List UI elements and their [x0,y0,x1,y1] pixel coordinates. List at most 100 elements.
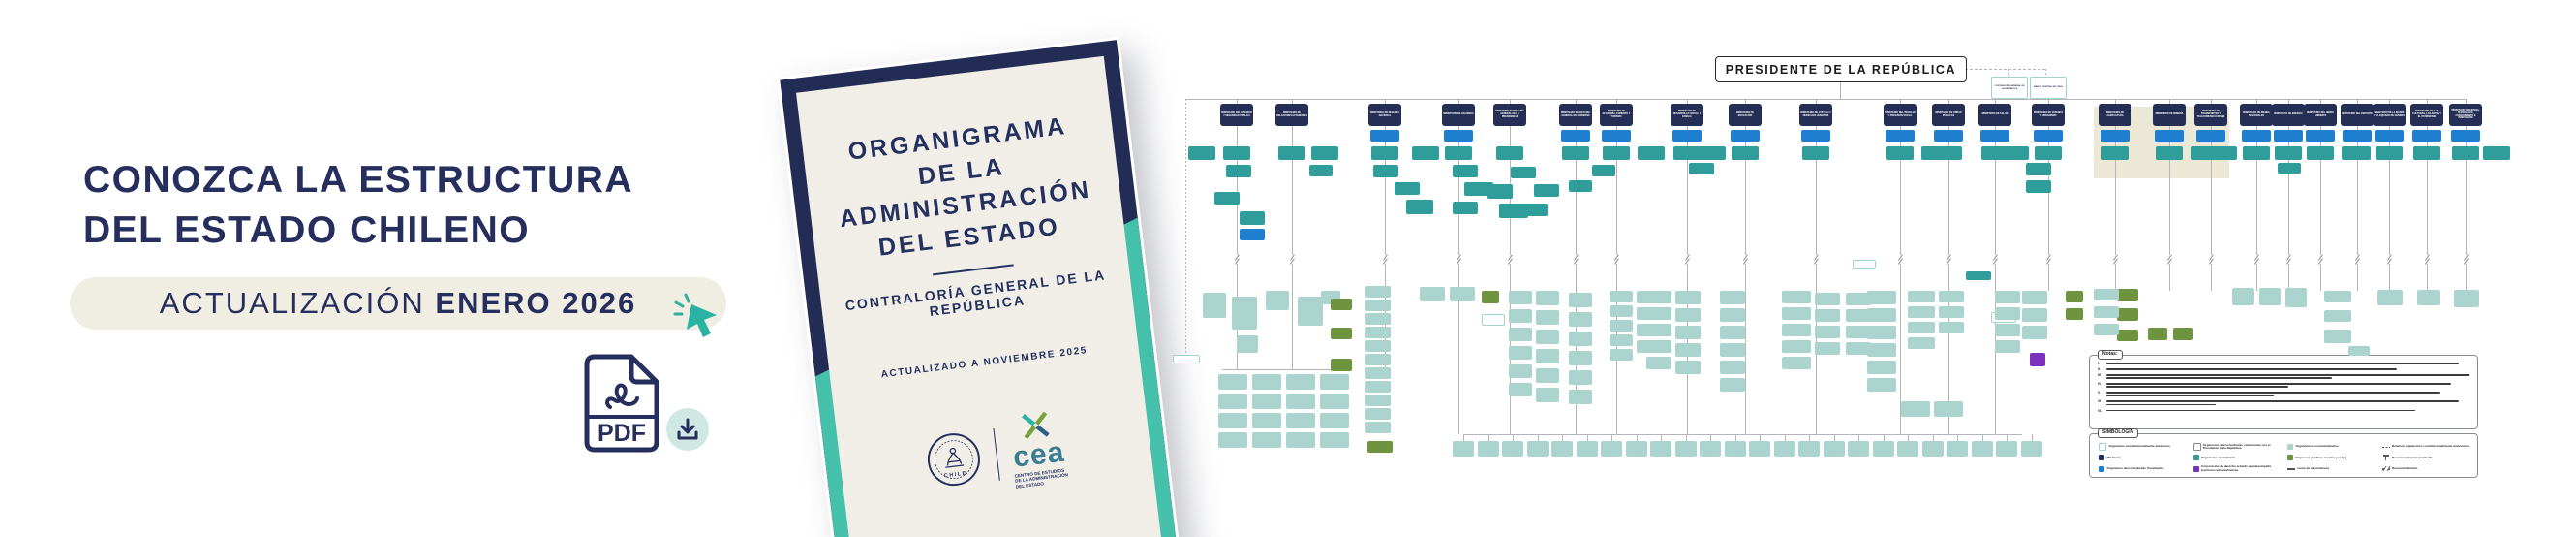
org-box [2094,324,2119,335]
download-arrow-icon [677,418,698,440]
org-box [1966,271,1991,280]
org-break-mark [1381,254,1389,265]
org-box [1610,334,1633,346]
ministry-box: MINISTERIO DE DESARROLLO SOCIAL Y FAMILI… [1671,104,1703,126]
org-box [1509,309,1532,323]
subsecretaria-box [1801,130,1830,142]
ministry-box: MINISTERIO DE CIENCIA, TECNOLOGÍA, CONOC… [2449,104,2482,126]
org-line [1883,434,1885,441]
org-box [1365,286,1391,298]
president-box: PRESIDENTE DE LA REPÚBLICA [1715,56,1967,82]
org-box [1482,314,1505,326]
update-pill[interactable]: ACTUALIZACIÓN ENERO 2026 [70,277,726,330]
org-note-row: III. [2098,373,2469,381]
subsecretaria-box [2306,130,2335,142]
regional-box [1947,441,1968,457]
org-box [1908,291,1935,302]
org-box [1365,340,1391,352]
org-break-mark [2111,254,2119,265]
org-box [1226,165,1251,177]
ministry-box: MINISTERIO SECRETARÍA GENERAL DE LA PRES… [1493,104,1526,126]
org-line [1292,99,1293,370]
org-box [1815,293,1840,305]
org-box [1853,260,1876,268]
org-box [1453,165,1478,177]
org-box [1610,320,1633,332]
subsecretaria-box [2274,130,2303,142]
org-box [1232,297,1257,330]
download-button[interactable] [666,408,709,451]
org-line [2466,99,2467,291]
org-line [1784,434,1786,441]
pdf-file-icon[interactable]: PDF [581,353,662,454]
org-box [1646,324,1671,336]
org-line [1237,99,1238,370]
subsecretaria-box [1980,130,2009,142]
org-box [2066,291,2083,302]
org-break-mark [1506,254,1514,265]
legend-swatch [2193,465,2199,472]
org-notes-box: Notas: I.II.III.IV.V.VI.VII. [2089,350,2478,429]
org-box [1331,299,1352,310]
org-break-mark [2044,254,2052,265]
org-break-mark [1812,254,1820,265]
org-box [1298,297,1323,326]
organigrama-cover-thumbnail[interactable]: ORGANIGRAMA DE LA ADMINISTRACIÓN DEL EST… [777,36,1184,537]
legend-swatch [2099,455,2104,461]
legend-swatch [2193,443,2201,452]
org-note-numeral: IV. [2098,382,2101,387]
org-note-line [2106,383,2452,385]
org-box [2232,288,2254,305]
subsecretaria-box [2034,130,2063,142]
service-box [1638,146,1665,160]
ministry-box: MINISTERIO DE ENERGÍA [2272,104,2305,126]
org-line [1222,369,1348,370]
org-box [1569,390,1592,404]
org-box [1240,229,1265,240]
org-line [1685,434,1687,441]
org-box [1266,291,1289,310]
svg-text:PDF: PDF [598,420,646,447]
regional-box [1551,441,1573,457]
org-break-mark [2253,254,2260,265]
org-line [2256,99,2257,291]
regional-box [1453,441,1474,457]
org-box [1509,328,1532,341]
regional-box [1477,441,1499,457]
pdf-download[interactable]: PDF [581,353,717,456]
service-box [1886,146,1914,160]
org-box [1675,308,1701,322]
org-box [1218,413,1247,428]
cover-inner: ORGANIGRAMA DE LA ADMINISTRACIÓN DEL EST… [796,55,1165,537]
org-line [1760,434,1761,441]
org-line [1965,69,2045,70]
service-box [1732,146,1759,160]
heading-line-2: DEL ESTADO CHILENO [83,209,531,251]
ministry-box: MINISTERIO DE MINERÍA [2153,104,2186,126]
service-box [2275,146,2302,160]
regional-box [1798,441,1820,457]
org-break-mark [1612,254,1620,265]
org-box [1675,343,1701,357]
org-break-mark [2165,254,2173,265]
legend-swatch [2287,455,2293,461]
org-line [2288,99,2289,291]
service-box [2210,146,2237,160]
service-box [2483,146,2510,160]
org-box [2324,291,2351,302]
regional-box [1650,441,1671,457]
legend-label: Descentralización. [2392,466,2419,471]
subsecretaria-box [2101,130,2130,142]
org-box [1331,359,1352,371]
org-box [1365,367,1391,379]
org-box [1286,374,1315,390]
org-note-line [2106,409,2415,412]
ministry-box: MINISTERIO DE LAS CULTURAS, LAS ARTES Y … [2410,104,2443,126]
regional-box [1823,441,1845,457]
org-box [1610,349,1633,361]
org-box [1720,308,1745,322]
org-note-row: VII. [2098,409,2469,413]
service-box [1603,146,1630,160]
org-box [1569,312,1592,327]
